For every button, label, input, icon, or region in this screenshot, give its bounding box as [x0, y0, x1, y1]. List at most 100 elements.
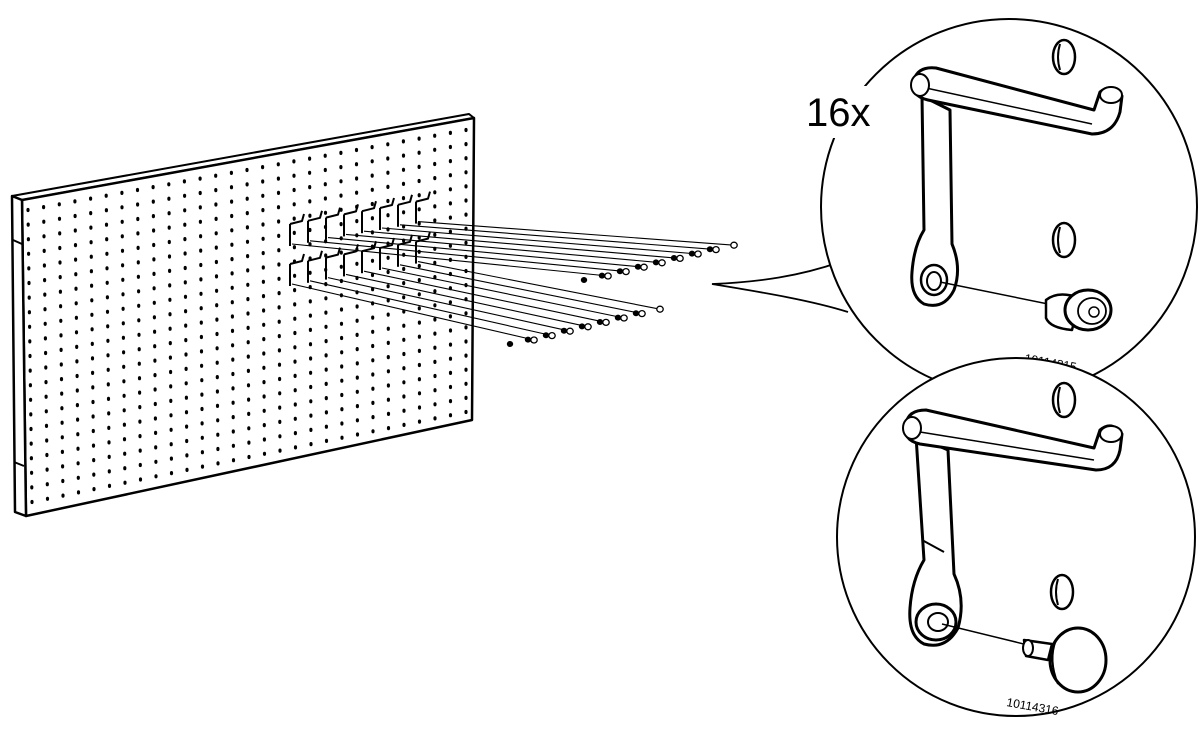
pegboard-hole — [59, 347, 63, 352]
pegboard-hole — [122, 350, 126, 355]
pegboard-hole — [29, 426, 33, 432]
pegboard-hole — [370, 187, 374, 192]
pegboard-hole — [402, 351, 406, 357]
pegboard-hole — [89, 240, 93, 245]
pegboard-hole — [200, 464, 205, 469]
pegboard-hole — [57, 216, 62, 221]
pegboard-hole — [90, 327, 94, 332]
fastener-plug — [632, 305, 664, 317]
pegboard-hole — [26, 222, 30, 227]
pegboard-hole — [464, 170, 468, 175]
pegboard-hole — [121, 263, 125, 268]
pegboard-hole — [230, 271, 234, 276]
pegboard-hole — [168, 355, 172, 360]
pegboard-hole — [292, 159, 296, 164]
pegboard-hole — [448, 159, 452, 164]
pegboard-hole — [107, 440, 111, 445]
fastener-plug — [634, 259, 666, 270]
pegboard-hole — [90, 341, 94, 346]
pegboard-hole — [417, 221, 421, 226]
fastener-line — [327, 237, 645, 268]
pegboard-hole — [386, 411, 391, 416]
pegboard-hole — [138, 434, 142, 439]
callout-pointer — [711, 261, 849, 313]
pegboard-hole — [44, 394, 48, 399]
pegboard-hole — [386, 426, 391, 431]
pegboard-hole — [185, 438, 189, 444]
pegboard-hole — [121, 277, 125, 282]
pegboard-hole — [339, 222, 343, 227]
fastener-plug — [506, 336, 538, 347]
pegboard-hole — [370, 272, 375, 278]
pegboard-hole — [247, 397, 251, 402]
pegboard-hole — [168, 268, 172, 273]
pegboard-hole — [417, 193, 421, 198]
pegboard-hole — [340, 350, 344, 355]
pegboard-hole — [91, 443, 96, 448]
pegboard-hole — [89, 269, 93, 274]
pegboard-hole — [107, 469, 111, 474]
pegboard-hole — [433, 359, 437, 364]
pegboard-hole — [153, 387, 157, 392]
fastener-line — [363, 270, 607, 323]
pegboard-hole — [152, 242, 156, 248]
pegboard-hole — [107, 483, 112, 488]
pegboard-hole — [216, 432, 220, 437]
pegboard-hole — [105, 295, 109, 300]
pegboard-hole — [231, 415, 235, 420]
pegboard-hole — [73, 228, 77, 233]
fastener-line — [291, 243, 609, 277]
pegboard-hole — [57, 202, 61, 207]
pegboard-hole — [277, 276, 281, 281]
pegboard-hole — [58, 289, 63, 294]
pegboard-hole — [308, 156, 312, 161]
pegboard-hole — [386, 326, 390, 331]
pegboard-hole — [448, 144, 452, 150]
pegboard-hole — [371, 329, 375, 334]
pegboard-hook — [397, 234, 413, 267]
pegboard-hole — [324, 396, 328, 401]
pegboard-hole — [433, 289, 437, 294]
pegboard-hole — [277, 219, 281, 224]
detail-view-2: 10114316 — [836, 357, 1196, 718]
pegboard-hole — [402, 366, 406, 371]
pegboard-hole — [433, 232, 437, 237]
pegboard-hole — [324, 424, 328, 429]
pegboard-hole — [215, 375, 219, 380]
fastener-line — [417, 261, 661, 310]
pegboard-hole — [121, 306, 125, 311]
pegboard-hole — [75, 373, 79, 379]
pegboard-hole — [433, 260, 437, 265]
pegboard-hole — [355, 190, 359, 195]
pegboard-hole — [168, 341, 172, 346]
pegboard-hole — [262, 394, 266, 399]
pegboard-hole — [402, 281, 406, 286]
pegboard-hole — [370, 173, 374, 178]
pegboard-hole — [184, 410, 189, 415]
pegboard-hole — [74, 257, 78, 262]
pegboard-hole — [245, 182, 249, 187]
pegboard-hole — [152, 228, 156, 233]
pegboard-hole — [277, 334, 281, 339]
pegboard-hole — [26, 237, 30, 242]
pegboard-hole — [90, 312, 94, 317]
pegboard-hole — [153, 329, 157, 334]
pegboard-hole — [309, 356, 313, 361]
pegboard-hole — [122, 408, 126, 413]
pegboard-hole — [76, 432, 80, 437]
pegboard-hole — [184, 309, 188, 314]
pegboard-hole — [106, 396, 111, 401]
pegboard-hole — [153, 358, 157, 363]
fastener-plug — [706, 241, 738, 253]
pegboard-hole — [230, 257, 234, 262]
pegboard-hole — [417, 150, 421, 155]
pegboard-hole — [60, 406, 64, 411]
pegboard-hole — [42, 263, 47, 268]
board-hole-lower-2 — [1049, 573, 1075, 611]
pegboard-hole — [183, 251, 187, 256]
pegboard-hole — [183, 193, 187, 198]
pegboard-hole — [91, 370, 95, 375]
pegboard-hole — [277, 248, 281, 253]
pegboard-hole — [293, 416, 297, 421]
pegboard-hole — [417, 377, 421, 382]
